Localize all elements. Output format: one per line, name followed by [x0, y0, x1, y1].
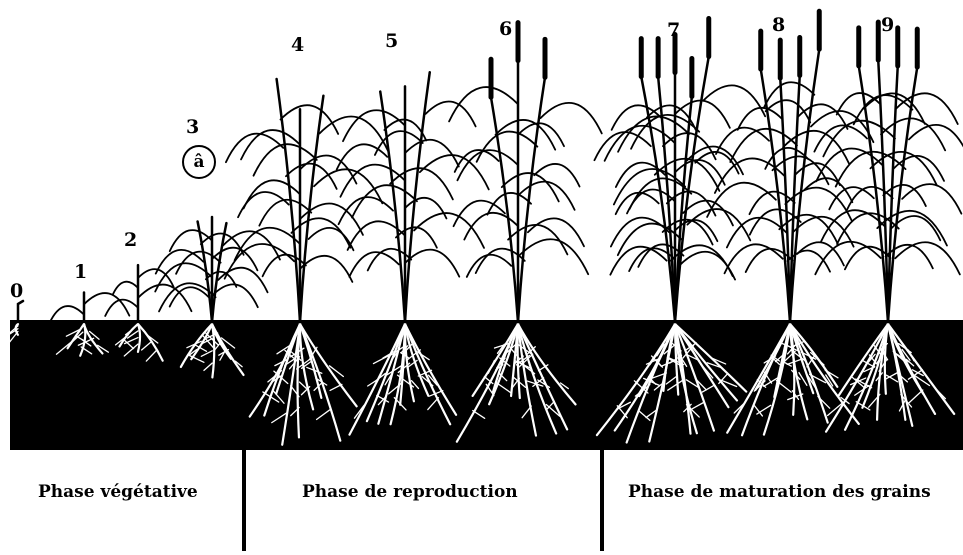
phase-label-vegetative: Phase végétative	[38, 482, 198, 502]
stage-label-0: 0	[10, 280, 23, 302]
stage-label-5: 5	[385, 30, 398, 52]
stage-marker: â	[182, 145, 216, 179]
stage-label-9: 9	[881, 14, 894, 36]
stage-label-2: 2	[124, 229, 137, 251]
phase-divider-2	[600, 450, 604, 551]
stage-label-3: 3	[186, 116, 199, 138]
stage-label-4: 4	[291, 34, 304, 56]
stage-label-6: 6	[499, 18, 512, 40]
stage-label-7: 7	[667, 19, 680, 41]
stage-marker-text: â	[193, 152, 204, 172]
phase-divider-1	[242, 450, 246, 551]
phase-label-reproduction: Phase de reproduction	[302, 482, 518, 502]
phase-label-maturation: Phase de maturation des grains	[628, 482, 931, 502]
stage-label-8: 8	[772, 14, 785, 36]
stage-label-1: 1	[74, 261, 87, 283]
